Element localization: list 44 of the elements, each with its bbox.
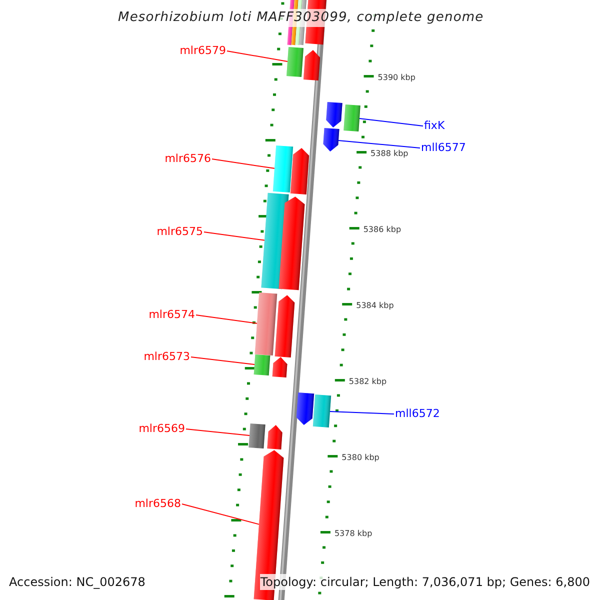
gene-label: mlr6569: [138, 422, 185, 435]
gene-block: [312, 394, 332, 428]
gene-feature: [290, 148, 310, 194]
leader-line: [190, 356, 256, 365]
gene-label: mll6572: [395, 407, 440, 420]
gene-feature: [326, 102, 342, 128]
leader-line: [196, 314, 258, 324]
gene-block: [286, 47, 304, 77]
leader-line: [204, 232, 266, 241]
scale-label: 5378 kbp: [334, 529, 372, 539]
gene-feature: [296, 392, 314, 425]
gene-label: mlr6573: [144, 350, 190, 363]
scale-label: 5382 kbp: [348, 377, 387, 387]
accession-text: Accession: NC_002678: [9, 574, 146, 590]
gene-label: mlr6574: [148, 308, 195, 321]
leader-line: [226, 50, 288, 62]
scale-label: 5386 kbp: [363, 225, 402, 235]
gene-label: mlr6575: [156, 225, 203, 238]
gene-feature: [267, 425, 282, 450]
map-title: Mesorhizobium loti MAFF303099, complete genome: [118, 9, 482, 27]
gene-label: mlr6579: [180, 44, 226, 57]
gene-block: [248, 424, 266, 448]
scale-label: 5390 kbp: [378, 73, 416, 83]
leader-line: [338, 140, 420, 148]
scale-label: 5380 kbp: [342, 453, 380, 463]
scale-label: 5384 kbp: [356, 301, 394, 311]
leader-line: [212, 158, 276, 169]
leader-line: [358, 118, 424, 126]
gene-block: [272, 145, 294, 193]
gene-feature: [278, 196, 305, 290]
gene-label: mlr6576: [164, 152, 211, 165]
gene-label: fixK: [424, 119, 445, 132]
gene-block: [344, 104, 360, 132]
gene-label: mlr6568: [134, 497, 181, 510]
gene-feature: [303, 50, 320, 80]
genome-info-text: Topology: circular; Length: 7,036,071 bp; Genes: 6,800: [260, 574, 590, 590]
gene-feature: [272, 357, 288, 378]
gene-label: mll6577: [421, 141, 466, 154]
gene-block: [254, 354, 270, 376]
leader-line: [182, 504, 260, 525]
scale-label: 5388 kbp: [370, 149, 408, 159]
gene-feature: [323, 128, 340, 152]
leader-line: [186, 428, 250, 436]
leader-line: [329, 411, 394, 414]
